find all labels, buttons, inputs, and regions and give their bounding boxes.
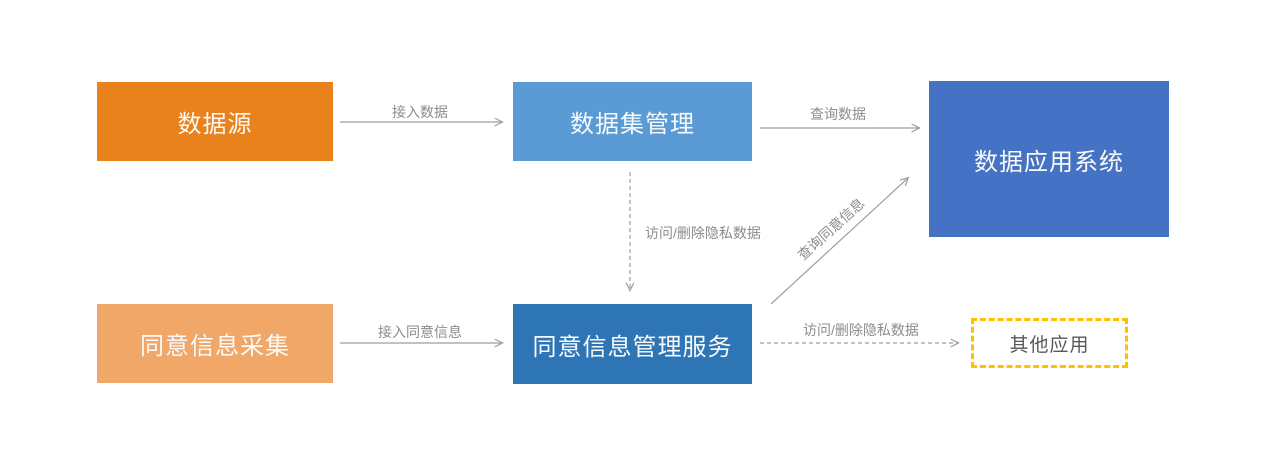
edge-query-consent-info xyxy=(770,178,908,305)
node-consent-info-management-service-label: 同意信息管理服务 xyxy=(532,333,733,361)
node-data-application-system-label: 数据应用系统 xyxy=(974,148,1124,176)
node-dataset-management: 数据集管理 xyxy=(513,82,752,161)
edge-label-access-delete-private-data-right: 访问/删除隐私数据 xyxy=(803,322,919,338)
node-consent-info-collection: 同意信息采集 xyxy=(97,304,333,383)
node-consent-info-collection-label: 同意信息采集 xyxy=(140,333,290,360)
edge-label-access-data: 接入数据 xyxy=(392,104,448,120)
node-consent-info-management-service: 同意信息管理服务 xyxy=(513,304,752,384)
edge-label-access-consent-info: 接入同意信息 xyxy=(378,324,462,340)
node-data-application-system: 数据应用系统 xyxy=(929,81,1169,237)
node-other-applications-label: 其他应用 xyxy=(1009,334,1090,356)
node-other-applications: 其他应用 xyxy=(971,318,1128,368)
edge-label-query-data: 查询数据 xyxy=(810,106,866,122)
node-dataset-management-label: 数据集管理 xyxy=(570,111,695,138)
node-data-source-label: 数据源 xyxy=(177,111,253,138)
edge-label-access-delete-private-data-down: 访问/删除隐私数据 xyxy=(645,225,761,241)
node-data-source: 数据源 xyxy=(97,82,333,161)
